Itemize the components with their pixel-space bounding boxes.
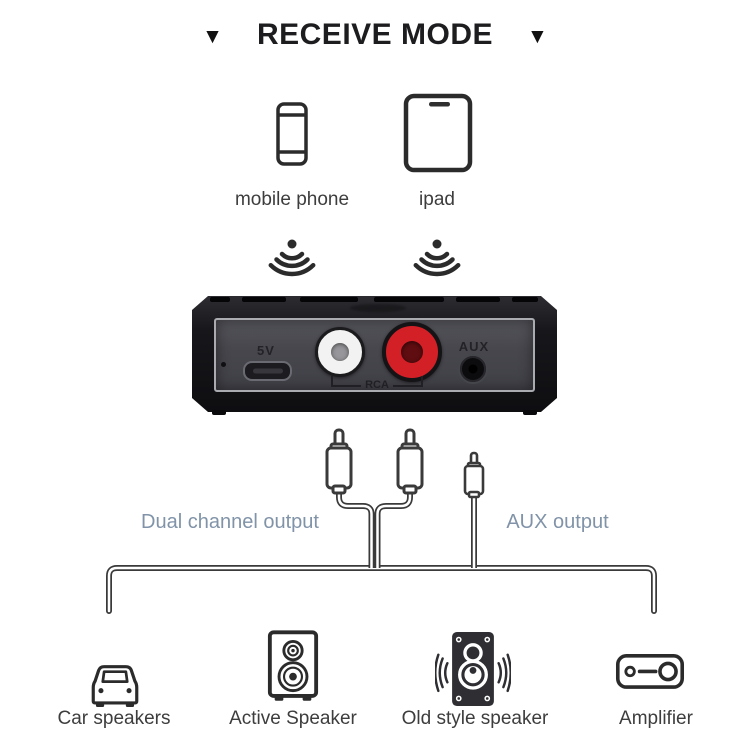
dual-channel-output-label: Dual channel output [141, 511, 319, 533]
amplifier-label: Amplifier [619, 708, 693, 729]
old-style-speaker-label: Old style speaker [401, 708, 549, 729]
mobile-phone-label: mobile phone [234, 189, 350, 210]
rca-group-label: RCA [365, 379, 389, 391]
bracket-line [392, 376, 423, 387]
power-port-label: 5V [257, 343, 275, 358]
aux-output-label: AUX output [506, 511, 609, 533]
distribution-line [106, 565, 657, 614]
old-style-speaker-icon [435, 628, 511, 710]
aux-jack-hole [468, 364, 478, 374]
rca-jack-white [315, 327, 365, 377]
aux-jack [458, 354, 488, 384]
bracket-line [331, 376, 362, 387]
active-speaker-label: Active Speaker [229, 708, 357, 729]
vent-slot [242, 297, 286, 302]
active-speaker-icon [266, 628, 320, 706]
rca-plug-icon [396, 428, 424, 495]
device-foot [523, 410, 537, 415]
usb-c-slot [252, 368, 283, 374]
aux-port-label: AUX [458, 339, 490, 354]
vent-slot [374, 297, 444, 302]
down-triangle-icon: ▼ [202, 25, 223, 48]
signal-waves-icon [406, 236, 468, 292]
aux-plug-icon [463, 451, 485, 499]
vent-slot [512, 297, 538, 302]
title-text: RECEIVE MODE [256, 18, 494, 51]
led-indicator [221, 362, 226, 367]
amplifier-icon [614, 648, 686, 694]
vent-slot [300, 297, 358, 302]
vent-slot [456, 297, 500, 302]
rca-cable [336, 491, 413, 568]
rca-bracket: RCA [331, 376, 423, 391]
usb-c-port [243, 361, 292, 381]
rca-jack-red [382, 322, 442, 382]
page-title: ▼ RECEIVE MODE ▼ [0, 18, 750, 52]
rca-white-center [331, 343, 349, 361]
car-icon [86, 656, 144, 710]
down-triangle-icon: ▼ [527, 25, 548, 48]
device-foot [212, 410, 226, 415]
mobile-phone-icon [275, 101, 309, 167]
rca-plug-icon [325, 428, 353, 495]
embossed-logo [350, 304, 406, 312]
signal-waves-icon [261, 236, 323, 292]
car-speakers-label: Car speakers [57, 708, 171, 729]
ipad-icon [403, 93, 473, 173]
rca-red-center [401, 341, 423, 363]
receiver-device: 5V RCA AUX [192, 296, 557, 415]
vent-slot [210, 297, 230, 302]
ipad-label: ipad [419, 189, 455, 210]
front-panel: 5V RCA AUX [214, 318, 535, 392]
